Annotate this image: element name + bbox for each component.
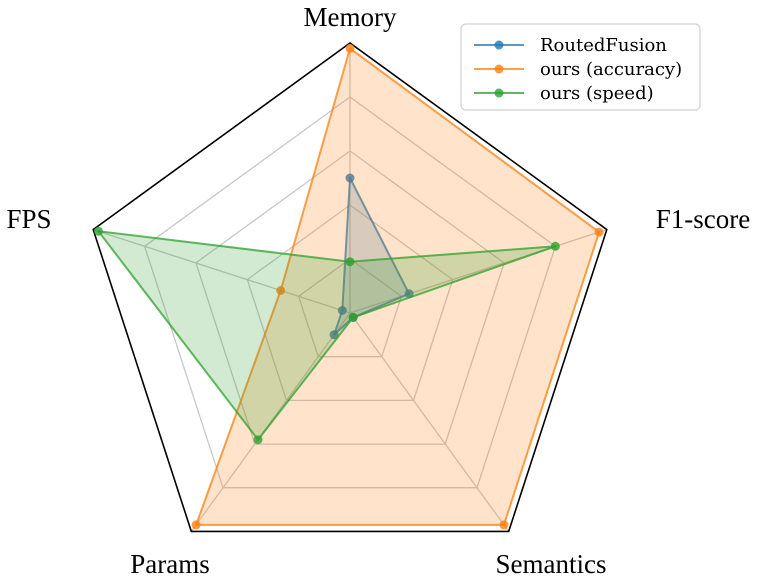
spoke-f1-score [349,228,608,314]
legend: RoutedFusion ours (accuracy) ours (speed) [460,23,701,111]
legend-label: RoutedFusion [540,35,667,56]
point-ours-accuracy-params [191,520,201,530]
grid-ring-4 [143,96,557,489]
grid-ring-1 [297,258,403,358]
legend-item-routedfusion: RoutedFusion [474,35,667,56]
spoke-fps [92,228,351,314]
series-ours-speed [93,226,560,445]
grid-ring-3 [195,150,505,445]
axis-label-params: Params [130,549,209,579]
grid-ring-2 [246,204,454,402]
point-ours-accuracy-f1-score [594,227,604,237]
series-area-ours-speed [97,230,557,441]
outer-frame [92,42,608,533]
point-ours-speed-memory [345,257,355,267]
point-ours-speed-semantics [348,312,358,322]
series-ours-accuracy [191,43,604,530]
axis-label-fps: FPS [6,204,51,234]
legend-marker [494,88,504,98]
legend-label: ours (accuracy) [540,59,682,80]
series-area-routedfusion [333,177,411,336]
point-ours-speed-params [253,435,263,445]
legend-marker [494,64,504,74]
legend-marker [494,40,504,50]
point-routedfusion-params [329,330,339,340]
series-routedfusion [329,173,414,340]
point-routedfusion-memory [345,173,355,183]
axis-label-semantics: Semantics [496,549,607,579]
point-ours-accuracy-memory [345,43,355,53]
point-ours-speed-f1-score [550,241,560,251]
series-area-ours-accuracy [195,47,601,526]
spoke-semantics [349,312,510,532]
legend-label: ours (speed) [540,83,654,104]
legend-item-ours-accuracy: ours (accuracy) [474,59,682,80]
point-ours-accuracy-fps [276,286,286,295]
point-ours-speed-fps [93,226,103,236]
legend-item-ours-speed: ours (speed) [474,83,654,104]
point-routedfusion-fps [337,306,347,315]
axis-label-memory: Memory [304,2,397,32]
radar-series [93,43,604,530]
axis-label-f1-score: F1-score [656,204,750,234]
point-ours-accuracy-semantics [499,520,509,530]
